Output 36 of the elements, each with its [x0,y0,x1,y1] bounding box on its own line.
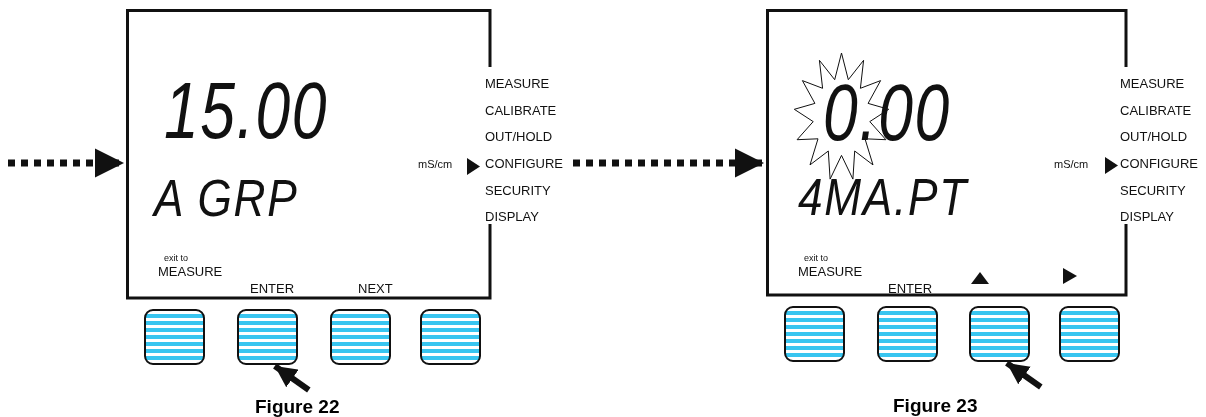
soft-key [969,306,1030,362]
softkey-label: MEASURE [158,265,223,278]
softkey-label: exit to [804,254,828,263]
soft-key [330,309,391,365]
soft-key [144,309,205,365]
menu-item: OUT/HOLD [485,130,553,143]
softkey-label: MEASURE [798,265,863,278]
menu-item: CONFIGURE [485,157,563,170]
soft-key [420,309,481,365]
softkey-label: ENTER [888,282,933,295]
softkey-label: exit to [164,254,188,263]
lcd-message: A GRP [154,172,299,224]
lcd-reading: 15.00 [164,71,328,151]
menu-item: MEASURE [1120,77,1185,90]
softkey-label: NEXT [358,282,393,295]
menu-item: DISPLAY [1120,210,1174,223]
softkey-label: ENTER [250,282,295,295]
figure-caption: Figure 23 [893,396,978,415]
menu-item: MEASURE [485,77,550,90]
soft-key [784,306,845,362]
menu-item: DISPLAY [485,210,539,223]
menu-item: OUT/HOLD [1120,130,1188,143]
menu-item: CALIBRATE [1120,104,1192,117]
menu-item: SECURITY [485,184,551,197]
soft-key [877,306,938,362]
unit-label: mS/cm [418,159,453,170]
menu-item: SECURITY [1120,184,1186,197]
lcd-message: 4MA.PT [798,171,968,223]
soft-key [237,309,298,365]
unit-label: mS/cm [1054,159,1089,170]
soft-key [1059,306,1120,362]
menu-item: CONFIGURE [1120,157,1198,170]
press-arrow [273,363,311,393]
menu-item: CALIBRATE [485,104,557,117]
figure-caption: Figure 22 [255,397,340,416]
press-arrow [1005,360,1043,390]
